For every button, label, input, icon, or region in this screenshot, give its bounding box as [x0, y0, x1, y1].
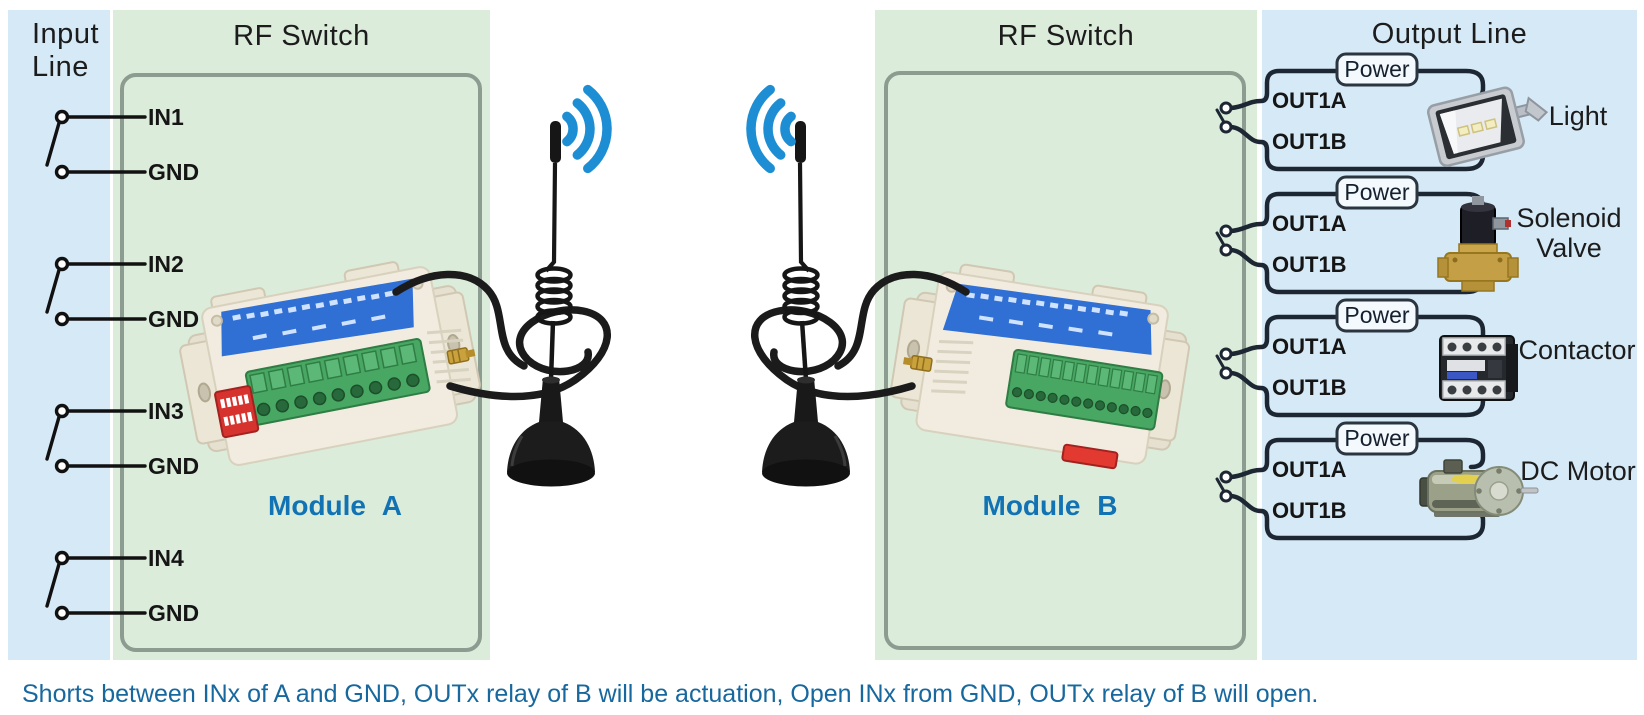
antenna-right-illustration: [751, 121, 970, 487]
antenna-left-illustration: [392, 121, 611, 487]
input-switch-3: [45, 403, 147, 474]
load-label-dc-motor: DC Motor: [1520, 456, 1636, 486]
in4-label: IN4: [148, 545, 184, 571]
input-switch-2: [45, 256, 147, 327]
solenoid-valve-icon: [1437, 196, 1519, 292]
out1a-label-4: OUT1A: [1272, 457, 1347, 482]
in2-label: IN2: [148, 251, 184, 277]
power-box-1: [1335, 52, 1419, 87]
input-switch-1: [45, 109, 147, 180]
in1-label: IN1: [148, 104, 184, 130]
load-label-solenoid-valve: Solenoid Valve: [1516, 203, 1622, 263]
in3-label: IN3: [148, 398, 184, 424]
power-box-2: [1335, 175, 1419, 210]
output-loop-4: [1228, 437, 1486, 541]
out1b-label-4: OUT1B: [1272, 498, 1347, 523]
rf-module-b-illustration: [889, 263, 1191, 470]
module-b-frame: [884, 71, 1246, 650]
dc-motor-icon: [1419, 459, 1539, 517]
contactor-icon: [1439, 335, 1518, 401]
power-box-4: [1335, 421, 1419, 456]
power-label-4: Power: [1344, 425, 1410, 451]
out1b-label-2: OUT1B: [1272, 252, 1347, 277]
out1a-label-2: OUT1A: [1272, 211, 1347, 236]
out1a-label-3: OUT1A: [1272, 334, 1347, 359]
gnd3-label: GND: [148, 453, 200, 479]
input-line-title: Input Line: [32, 18, 99, 83]
relay-contact-1: [1215, 101, 1233, 134]
relay-contact-4: [1215, 470, 1233, 503]
input-switch-4: [45, 550, 147, 621]
gnd1-label: GND: [148, 159, 200, 185]
power-label-1: Power: [1344, 56, 1410, 82]
output-line-title: Output Line: [1371, 18, 1528, 50]
relay-contact-2: [1215, 224, 1233, 257]
out1b-label-3: OUT1B: [1272, 375, 1347, 400]
load-label-contactor: Contactor: [1518, 335, 1636, 365]
gnd2-label: GND: [148, 306, 200, 332]
rf-switch-a-title: RF Switch: [233, 20, 370, 52]
power-label-2: Power: [1344, 179, 1410, 205]
rf-switch-b-title: RF Switch: [997, 20, 1135, 52]
relay-contact-3: [1215, 347, 1233, 380]
load-label-light: Light: [1548, 101, 1608, 131]
floodlight-icon: [1426, 86, 1549, 168]
wifi-signal-icon-right: [746, 84, 796, 174]
module-a-frame: [120, 73, 482, 652]
out1a-label-1: OUT1A: [1272, 88, 1347, 113]
wifi-signal-icon-left: [562, 84, 612, 174]
out1b-label-1: OUT1B: [1272, 129, 1347, 154]
module-a-label: Module A: [268, 490, 402, 521]
gnd4-label: GND: [148, 600, 200, 626]
behavior-note: Shorts between INx of A and GND, OUTx re…: [22, 680, 1319, 708]
power-box-3: [1335, 298, 1419, 333]
module-b-label: Module B: [982, 490, 1118, 521]
power-label-3: Power: [1344, 302, 1410, 328]
rf-module-a-illustration: [179, 261, 481, 466]
